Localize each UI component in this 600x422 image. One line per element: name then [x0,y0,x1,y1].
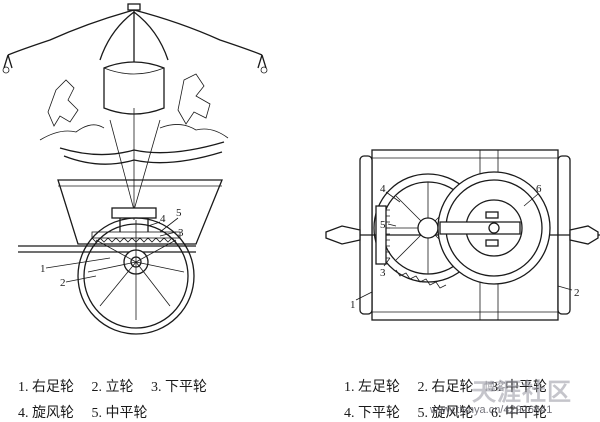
right-gear-right [437,171,551,285]
right-legend-item: 2. 右足轮 [417,380,474,395]
left-wheel [77,217,195,335]
right-callout-2: 2 [574,287,580,299]
left-legend-item: 2. 立轮 [91,380,134,395]
right-legend-row-2: 4. 下平轮 5. 旋风轮 6. 中平轮 [344,402,561,422]
left-callout-4: 4 [160,213,166,225]
right-callout-1: 1 [350,299,356,311]
left-legend-row-2: 4. 旋风轮 5. 中平轮 [18,402,162,422]
canopy-frame [2,3,268,74]
left-callout-1: 1 [40,263,46,275]
right-leader-lines [355,191,573,301]
left-legend-item: 4. 旋风轮 [18,406,74,421]
left-legend-item: 3. 下平轮 [151,380,207,395]
dragon-figures [39,73,229,220]
right-legend-item: 6. 中平轮 [491,406,547,421]
right-callout-5: 5 [380,219,386,231]
left-legend-item: 5. 中平轮 [91,406,148,421]
right-legend-item: 4. 下平轮 [344,406,400,421]
right-chariot-drawing [325,149,600,321]
right-legend-row-1: 1. 左足轮 2. 右足轮 3. 中平轮 [344,376,561,396]
left-chariot-drawing [2,3,268,335]
watermark-url: www.tianya.cn/42926641 [430,404,553,416]
right-callout-6: 6 [536,183,542,195]
left-callout-2: 2 [60,277,66,289]
left-callout-3: 3 [178,227,184,239]
left-legend-row-1: 1. 右足轮 2. 立轮 3. 下平轮 [18,376,221,396]
left-legend-item: 1. 右足轮 [18,380,74,395]
watermark-subtext: 博客 [484,380,506,393]
right-callout-3: 3 [380,267,386,279]
left-leader-lines [45,217,179,283]
drum [103,61,165,115]
watermark-logo: 天涯社区 [472,378,572,406]
right-legend-item: 3. 中平轮 [491,380,547,395]
right-legend-item: 1. 左足轮 [344,380,400,395]
left-callout-5: 5 [176,207,182,219]
right-legend-item: 5. 旋风轮 [417,406,474,421]
right-callout-4: 4 [380,183,386,195]
carriage-body [18,179,223,253]
